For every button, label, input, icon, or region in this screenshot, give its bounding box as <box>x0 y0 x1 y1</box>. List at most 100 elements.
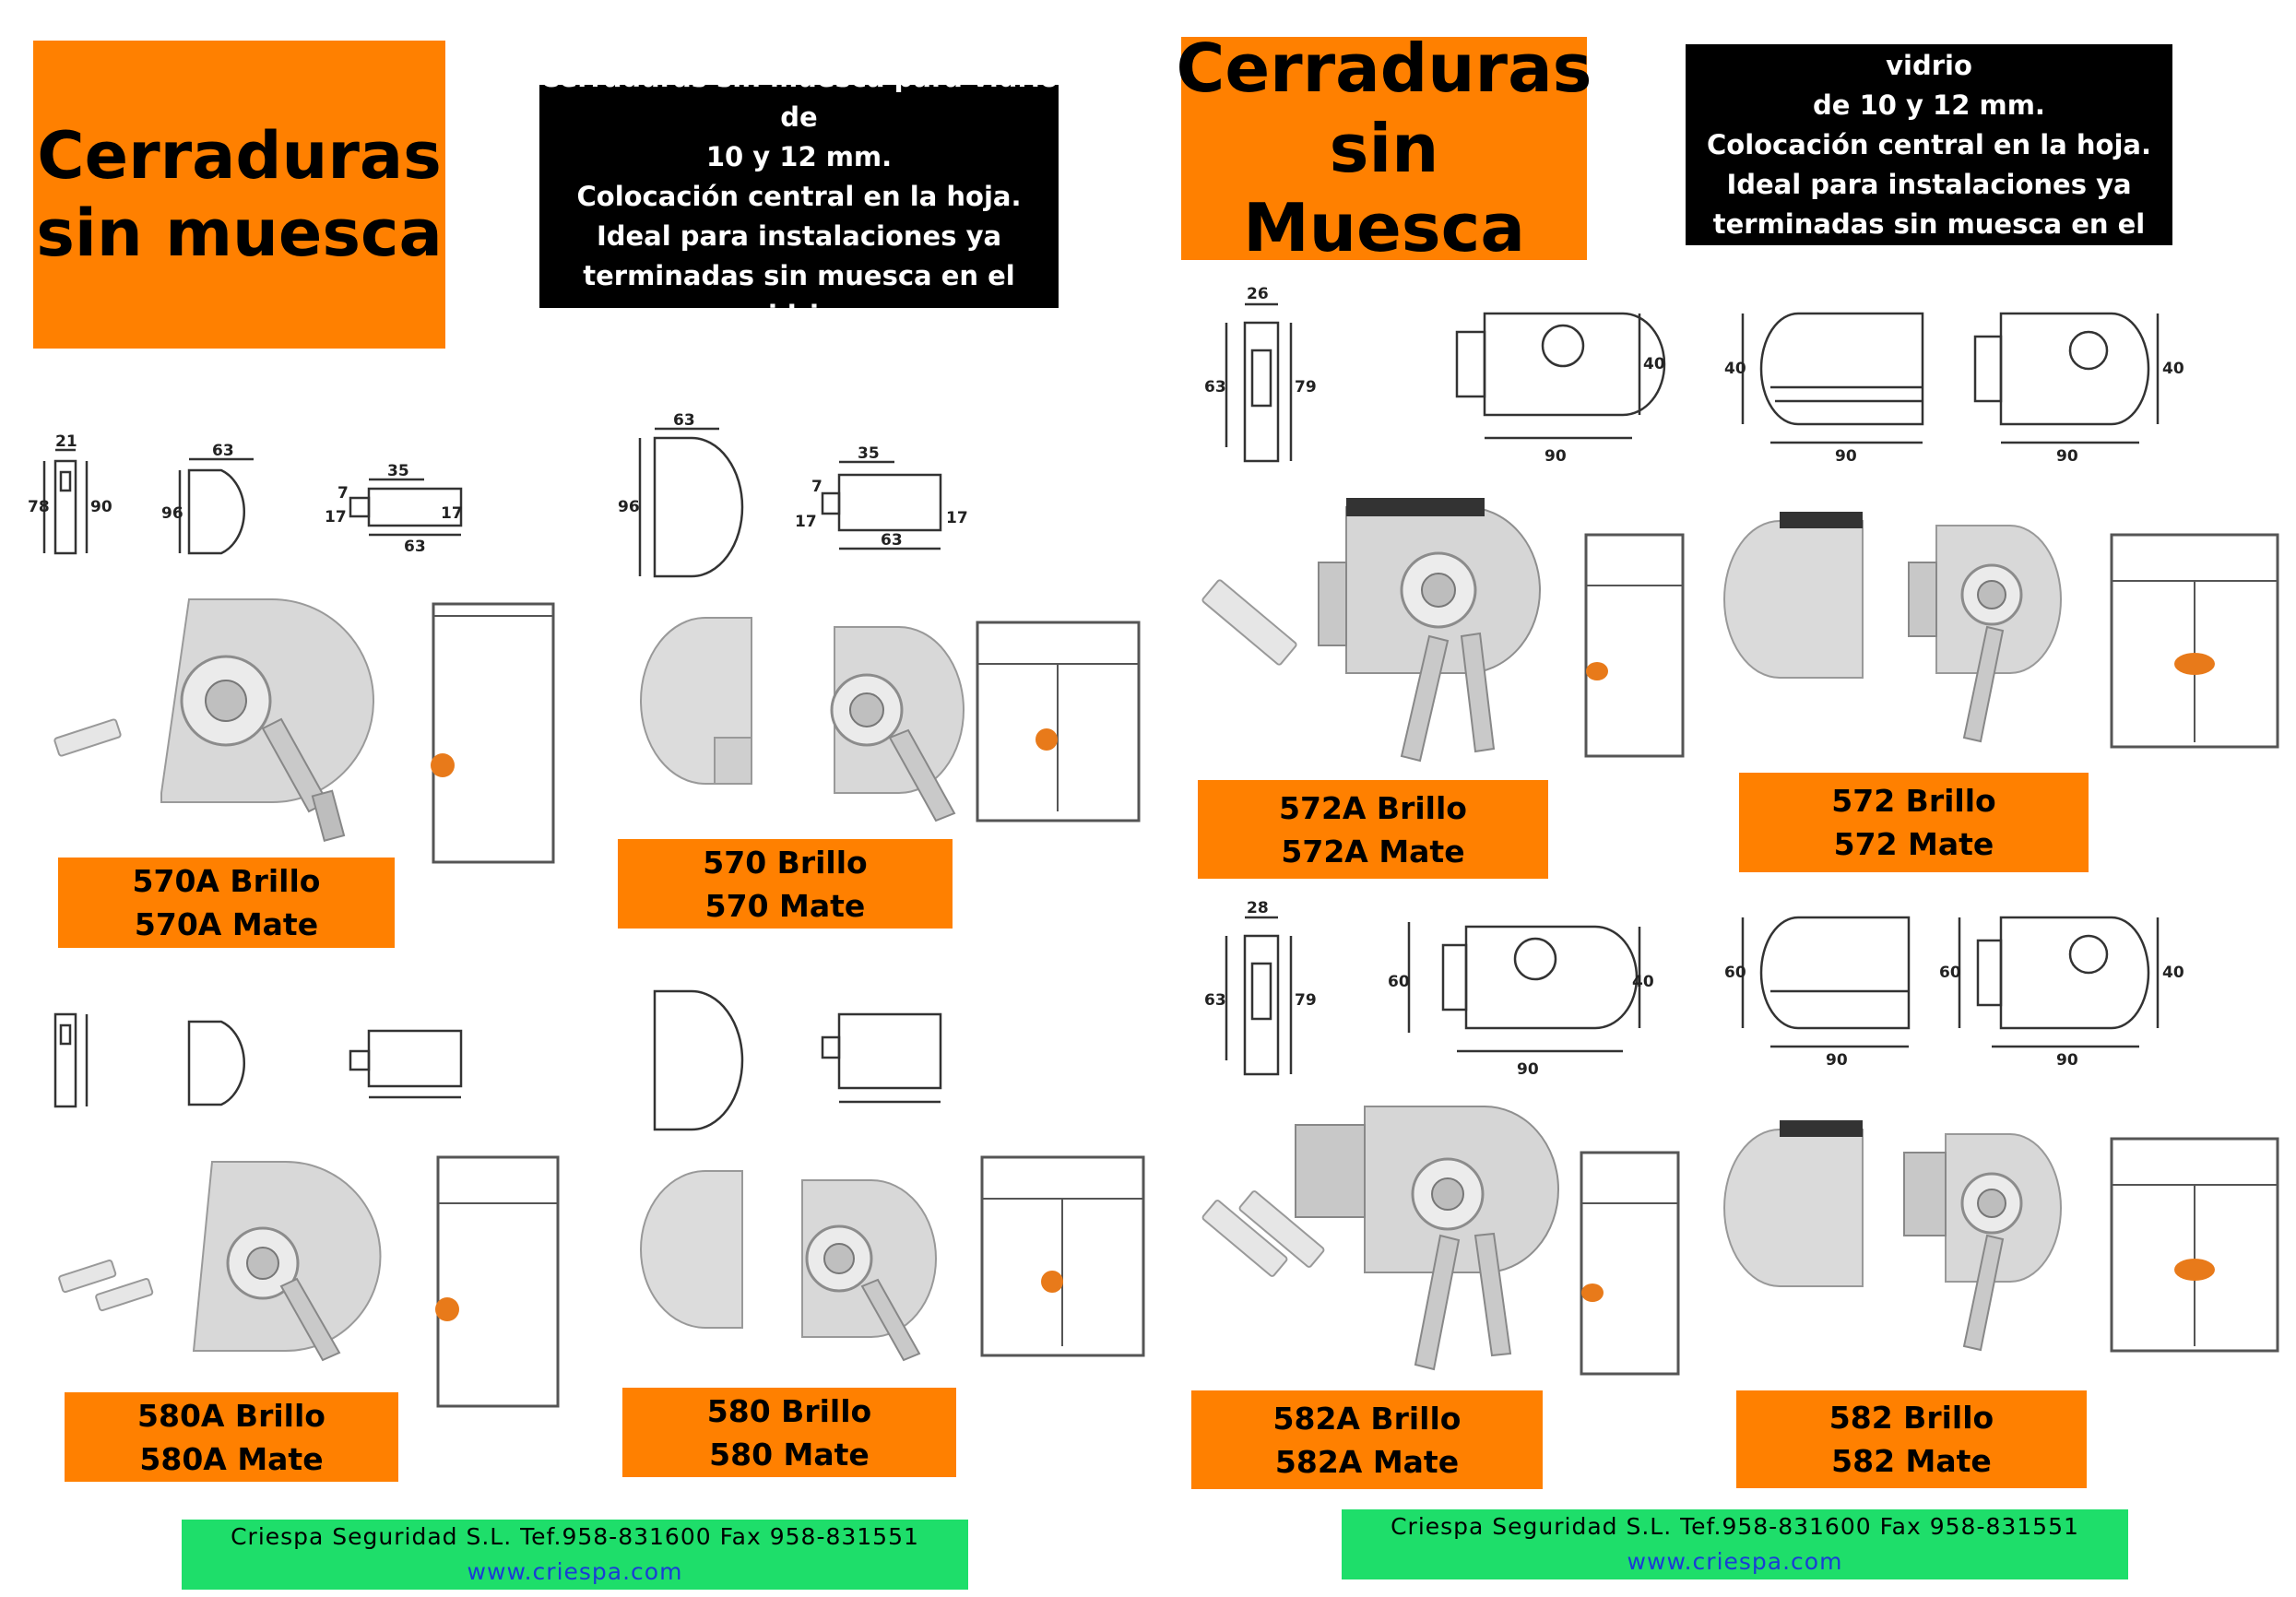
left-description-line-5: terminadas sin muesca en el vidrio. <box>583 259 1015 331</box>
product-label-572a: 572A Brillo 572A Mate <box>1198 780 1548 879</box>
dim-label: 60 <box>1388 973 1410 991</box>
product-label-line-1: 582A Brillo <box>1272 1400 1462 1437</box>
dim-label: 79 <box>1295 991 1317 1010</box>
dim-label: 7 <box>337 484 349 503</box>
right-description-line-4: Ideal para instalaciones ya <box>1726 168 2132 200</box>
product-label-line-2: 570A Mate <box>134 906 319 942</box>
dim-label: 78 <box>28 498 50 516</box>
dim-label: 90 <box>1826 1051 1848 1070</box>
dim-label: 17 <box>441 504 463 523</box>
dim-label: 40 <box>1724 360 1746 378</box>
dim-label: 79 <box>1295 378 1317 396</box>
right-title-line-2: sin Muesca <box>1243 109 1525 267</box>
product-label-line-2: 572A Mate <box>1281 833 1465 869</box>
technical-drawing-570: 63 96 35 7 17 17 63 <box>618 411 968 578</box>
left-title-box: Cerraduras sin muesca <box>33 41 445 349</box>
dim-label: 35 <box>387 462 409 480</box>
lock-572-illustration <box>1723 512 2279 749</box>
dim-label: 60 <box>1724 964 1746 982</box>
dim-label: 21 <box>55 432 77 451</box>
product-label-582: 582 Brillo 582 Mate <box>1736 1390 2087 1488</box>
left-title-line-2: sin muesca <box>36 195 443 271</box>
footer-company: Criespa Seguridad S.L. Tef.958-831600 Fa… <box>1391 1513 2079 1540</box>
left-description-line-1: Cerraduras sin muesca para vidrio de <box>539 61 1059 133</box>
footer-website-link[interactable]: www.criespa.com <box>1627 1548 1843 1575</box>
product-label-570a: 570A Brillo 570A Mate <box>58 858 395 948</box>
product-label-line-1: 570A Brillo <box>132 863 321 899</box>
technical-drawing-580a <box>53 1012 463 1108</box>
dim-label: 7 <box>811 478 823 496</box>
lock-580a-illustration <box>58 1155 560 1408</box>
product-label-line-1: 580A Brillo <box>137 1397 325 1434</box>
product-label-line-2: 580A Mate <box>139 1440 324 1477</box>
dim-label: 90 <box>1517 1060 1539 1079</box>
dim-label: 17 <box>325 508 347 526</box>
left-title-line-1: Cerraduras <box>37 118 442 194</box>
product-label-570: 570 Brillo 570 Mate <box>618 839 953 929</box>
left-description-line-3: Colocación central en la hoja. <box>576 180 1022 212</box>
dim-label: 40 <box>2162 964 2184 982</box>
product-label-line-2: 572 Mate <box>1833 826 1994 862</box>
lock-570a-illustration <box>53 598 555 864</box>
product-label-580: 580 Brillo 580 Mate <box>622 1388 956 1477</box>
dim-label: 90 <box>1544 447 1567 466</box>
left-description-line-4: Ideal para instalaciones ya <box>596 219 1002 252</box>
technical-drawing-572: 40 90 40 90 <box>1724 312 2184 466</box>
lock-580-illustration <box>640 1155 1145 1362</box>
dim-label: 90 <box>2056 1051 2078 1070</box>
dim-label: 63 <box>212 442 234 460</box>
right-description-line-2: de 10 y 12 mm. <box>1813 89 2045 121</box>
product-label-582a: 582A Brillo 582A Mate <box>1191 1390 1543 1489</box>
dim-label: 90 <box>90 498 112 516</box>
technical-drawing-580 <box>653 989 942 1131</box>
dim-label: 60 <box>1939 964 1961 982</box>
left-footer: Criespa Seguridad S.L. Tef.958-831600 Fa… <box>182 1520 968 1590</box>
right-footer: Criespa Seguridad S.L. Tef.958-831600 Fa… <box>1342 1509 2128 1579</box>
dim-label: 40 <box>1643 355 1665 373</box>
dim-label: 63 <box>404 538 426 556</box>
dim-label: 17 <box>946 509 968 527</box>
right-description-box: Cerraduras sin muesca para vidrio de 10 … <box>1686 10 2172 279</box>
dim-label: 90 <box>1835 447 1857 466</box>
lock-572a-illustration <box>1201 498 1685 763</box>
dim-label: 26 <box>1247 285 1269 303</box>
product-label-line-1: 582 Brillo <box>1829 1400 1994 1436</box>
dim-label: 63 <box>1204 991 1226 1010</box>
product-label-line-2: 580 Mate <box>709 1436 870 1473</box>
product-label-line-1: 580 Brillo <box>706 1392 872 1429</box>
right-description-line-3: Colocación central en la hoja. <box>1706 128 2151 160</box>
dim-label: 63 <box>673 411 695 430</box>
technical-drawing-582a: 28 63 79 60 40 90 <box>1204 899 1654 1079</box>
right-description-line-5: terminadas sin muesca en el vidrio. <box>1712 207 2146 279</box>
lock-570-illustration <box>640 617 1141 822</box>
product-label-line-1: 570 Brillo <box>703 844 868 881</box>
lock-582a-illustration <box>1201 1106 1680 1376</box>
right-title-box: Cerraduras sin Muesca <box>1176 30 1592 266</box>
technical-drawing-582: 60 90 60 40 90 <box>1724 916 2184 1070</box>
right-description-line-1: Cerraduras sin muesca para vidrio <box>1717 9 2141 81</box>
product-label-580a: 580A Brillo 580A Mate <box>65 1392 398 1482</box>
left-description-line-2: 10 y 12 mm. <box>705 140 893 172</box>
dim-label: 96 <box>161 504 183 523</box>
technical-drawing-572a: 26 63 79 40 90 <box>1204 285 1666 466</box>
dim-label: 63 <box>1204 378 1226 396</box>
product-label-line-1: 572A Brillo <box>1279 789 1467 826</box>
dim-label: 40 <box>2162 360 2184 378</box>
dim-label: 28 <box>1247 899 1269 917</box>
product-label-572: 572 Brillo 572 Mate <box>1739 773 2089 872</box>
product-label-line-2: 582A Mate <box>1274 1443 1460 1480</box>
dim-label: 35 <box>858 444 880 463</box>
dim-label: 17 <box>795 513 817 531</box>
lock-582-illustration <box>1723 1120 2279 1353</box>
product-label-line-1: 572 Brillo <box>1831 783 1996 819</box>
dim-label: 90 <box>2056 447 2078 466</box>
dim-label: 40 <box>1632 973 1654 991</box>
product-label-line-2: 582 Mate <box>1831 1443 1992 1479</box>
technical-drawing-570a: 21 78 90 63 96 35 7 17 17 63 <box>28 432 463 556</box>
product-label-line-2: 570 Mate <box>704 887 866 924</box>
footer-website-link[interactable]: www.criespa.com <box>467 1558 683 1585</box>
left-description-box: Cerraduras sin muesca para vidrio de 10 … <box>539 62 1059 331</box>
dim-label: 96 <box>618 498 640 516</box>
dim-label: 63 <box>881 531 903 550</box>
right-title-line-1: Cerraduras <box>1176 30 1592 108</box>
